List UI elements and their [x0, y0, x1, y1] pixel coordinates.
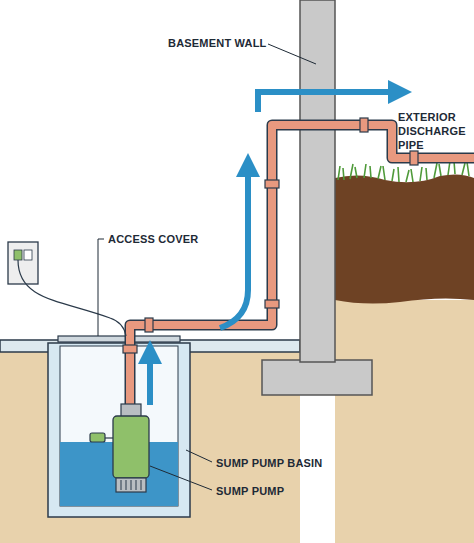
outlet-plug: [14, 250, 22, 260]
pipe-outline: [130, 125, 474, 408]
outlet-socket: [24, 250, 32, 260]
basin-cavity: [60, 346, 178, 506]
pump-label: SUMP PUMP: [216, 484, 284, 498]
soil: [335, 300, 474, 543]
basement-wall: [300, 0, 335, 362]
leader-lines: [98, 44, 316, 490]
topsoil: [335, 174, 474, 303]
pump-body: [113, 416, 149, 478]
outlet: [8, 242, 38, 284]
power-cord: [18, 260, 126, 336]
discharge-pipe: [130, 125, 474, 408]
basin-label: SUMP PUMP BASIN: [216, 456, 323, 470]
cover-label: ACCESS COVER: [108, 232, 198, 246]
flow-arrow: [258, 92, 400, 112]
grass: [338, 161, 469, 182]
sump-basin: [48, 343, 190, 517]
pipe-label: EXTERIOR DISCHARGE PIPE: [398, 110, 470, 152]
footing: [262, 360, 372, 395]
flow-arrow: [147, 352, 153, 405]
intake-grille: [121, 480, 141, 490]
float-switch: [90, 433, 105, 442]
wall-label: BASEMENT WALL: [168, 36, 267, 50]
pump-intake: [116, 478, 146, 492]
access-cover: [58, 336, 180, 342]
flow-arrow: [220, 165, 248, 328]
